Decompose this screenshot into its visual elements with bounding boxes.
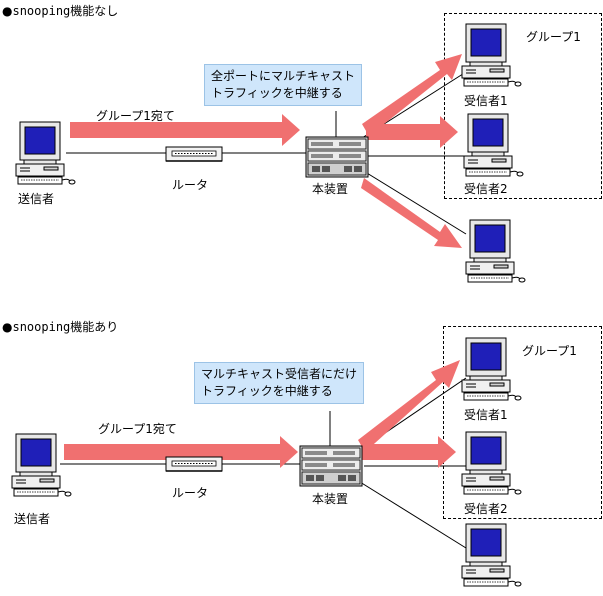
switch-device-icon	[305, 136, 369, 178]
panel-heading: ●snooping機能なし	[2, 4, 119, 18]
callout-line: マルチキャスト受信者にだけ	[201, 367, 358, 381]
panel2-links	[60, 377, 467, 549]
switch-device-icon	[299, 445, 363, 487]
pc-icon	[463, 113, 524, 177]
arrow-to-receiver2	[366, 116, 458, 148]
callout: 全ポートにマルチキャスト トラフィックを中継する	[204, 64, 363, 106]
router-label: ルータ	[172, 178, 209, 192]
receiver1-label: 受信者1	[464, 408, 508, 422]
receiver2-label: 受信者2	[464, 182, 508, 196]
pc-icon	[461, 431, 522, 495]
group-box	[443, 326, 602, 519]
arrow-to-nonmember	[361, 178, 462, 248]
pc-icon	[461, 523, 522, 587]
receiver1-label: 受信者1	[464, 94, 508, 108]
device-label: 本装置	[312, 492, 349, 506]
router-icon	[165, 456, 223, 472]
arrow-to-receiver1	[358, 360, 460, 452]
callout-line: トラフィックを中継する	[211, 86, 343, 100]
group-label: グループ1	[522, 344, 577, 358]
receiver2-label: 受信者2	[464, 502, 508, 516]
pc-icon	[461, 337, 522, 401]
callout: マルチキャスト受信者にだけ トラフィックを中継する	[194, 362, 365, 404]
router-icon	[165, 146, 223, 162]
panel1-arrows	[70, 54, 462, 248]
sender-label: 送信者	[18, 192, 55, 206]
sender-label: 送信者	[14, 512, 51, 526]
flow-label: グループ1宛て	[98, 422, 177, 436]
pc-icon	[465, 219, 526, 283]
callout-line: トラフィックを中継する	[201, 384, 333, 398]
arrow-to-receiver2	[362, 436, 456, 468]
panel2-arrows	[64, 360, 460, 468]
flow-label: グループ1宛て	[96, 109, 175, 123]
group-box	[444, 13, 602, 199]
panel-heading: ●snooping機能あり	[2, 320, 119, 334]
router-label: ルータ	[172, 486, 209, 500]
device-label: 本装置	[312, 182, 349, 196]
callout-line: 全ポートにマルチキャスト	[211, 69, 356, 83]
group-label: グループ1	[526, 30, 581, 44]
pc-icon	[461, 23, 522, 87]
pc-icon	[11, 433, 72, 497]
arrow-to-receiver1	[362, 54, 462, 136]
